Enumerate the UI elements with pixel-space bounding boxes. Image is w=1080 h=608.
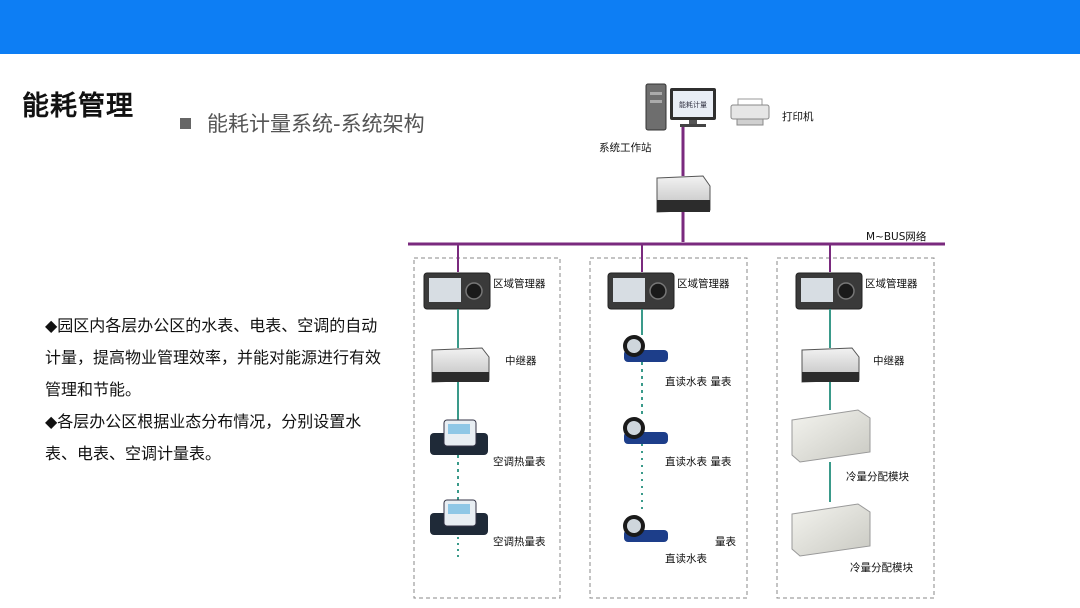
repeater-label: 中继器 <box>873 354 905 367</box>
central-gateway-icon <box>656 175 711 213</box>
bullet-item: ◆各层办公区根据业态分布情况，分别设置水表、电表、空调计量表。 <box>45 412 362 463</box>
area-manager-label: 区域管理器 <box>493 277 546 290</box>
area-manager-3 <box>795 272 863 310</box>
water-meter-3 <box>623 515 668 542</box>
bullet-item: ◆园区内各层办公区的水表、电表、空调的自动计量，提高物业管理效率，并能对能源进行… <box>45 316 382 399</box>
repeater-1 <box>431 347 490 383</box>
description-list: ◆园区内各层办公区的水表、电表、空调的自动计量，提高物业管理效率，并能对能源进行… <box>45 310 390 470</box>
area-manager-1 <box>423 272 491 310</box>
printer-icon <box>730 98 770 126</box>
device-label: 空调热量表 <box>493 455 546 468</box>
device-label: 直读水表 量表 <box>665 375 732 388</box>
device-label: 空调热量表 <box>493 535 546 548</box>
square-bullet-icon <box>180 117 191 129</box>
device-label: 直读水表 量表 <box>665 455 732 468</box>
area-manager-label: 区域管理器 <box>677 277 730 290</box>
computer-tower-icon <box>645 83 667 131</box>
page-title: 能耗管理 <box>22 91 134 122</box>
workstation-group: 能耗计量 打印机 系统工作站 <box>599 83 814 154</box>
heat-meter-1 <box>430 419 488 455</box>
region-box-1 <box>413 257 561 599</box>
repeater-2 <box>801 347 860 383</box>
device-label: 直读水表 <box>665 552 707 565</box>
cold-distribution-module-1 <box>791 409 871 463</box>
device-label: 量表 <box>715 535 736 548</box>
repeater-label: 中继器 <box>505 354 537 367</box>
workstation-label: 系统工作站 <box>599 141 652 154</box>
heat-meter-2 <box>430 499 488 535</box>
water-meter-2 <box>623 417 668 444</box>
water-meter-1 <box>623 335 668 362</box>
section-subtitle: 能耗计量系统-系统架构 <box>180 108 425 138</box>
monitor-icon: 能耗计量 <box>670 88 716 127</box>
subtitle-text: 能耗计量系统-系统架构 <box>207 112 425 136</box>
device-label: 冷量分配模块 <box>850 561 913 574</box>
device-label: 冷量分配模块 <box>846 470 909 483</box>
area-manager-label: 区域管理器 <box>865 277 918 290</box>
area-manager-2 <box>607 272 675 310</box>
region-box-2 <box>589 257 748 599</box>
printer-label: 打印机 <box>782 110 814 123</box>
cold-distribution-module-2 <box>791 503 871 557</box>
network-label: M~BUS网络 <box>866 230 927 243</box>
region-box-3 <box>776 257 935 599</box>
monitor-screen-text: 能耗计量 <box>679 100 707 109</box>
top-banner <box>0 0 1080 54</box>
